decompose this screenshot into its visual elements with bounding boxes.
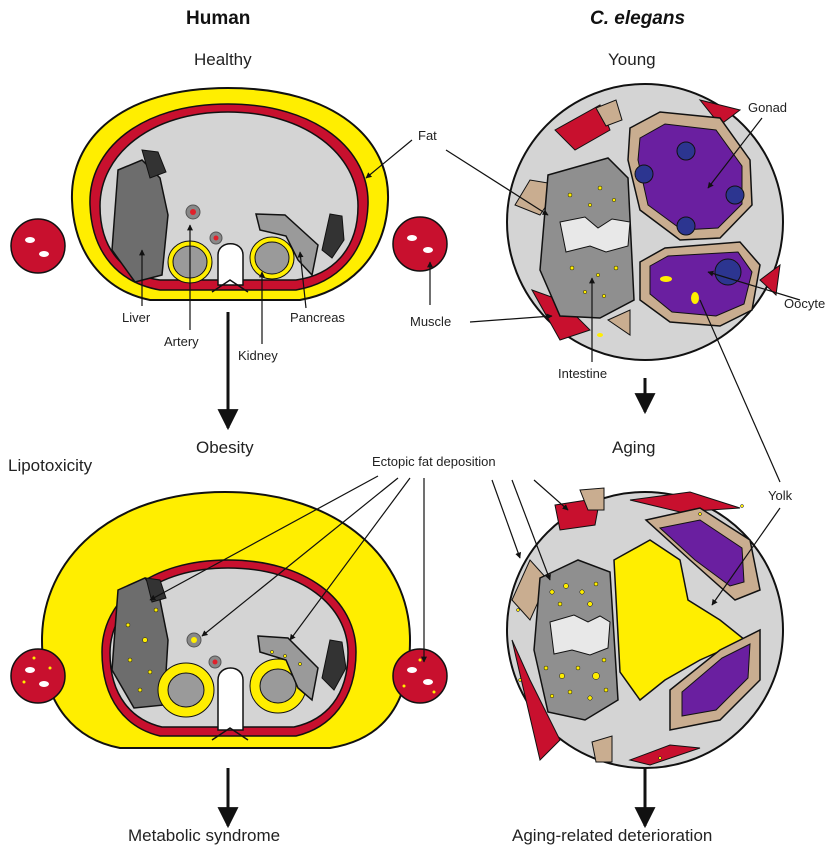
label-oocyte: Oocyte — [784, 296, 825, 311]
human-header: Human — [186, 8, 250, 30]
label-fat: Fat — [418, 128, 437, 143]
celegans-oocyte-compartment — [650, 252, 752, 316]
human-obese-muscle-fiber-right — [393, 649, 447, 703]
human-obese-muscle-fiber-left — [11, 649, 65, 703]
human-muscle-fiber-right — [393, 217, 447, 271]
label-ectopic-fat-deposition: Ectopic fat deposition — [372, 454, 496, 469]
state-aging-deterioration: Aging-related deterioration — [512, 826, 712, 846]
label-gonad: Gonad — [748, 100, 787, 115]
human-obese-cross-section — [42, 492, 410, 748]
label-intestine: Intestine — [558, 366, 607, 381]
celegans-aged-cross-section — [507, 488, 783, 768]
label-muscle: Muscle — [410, 314, 451, 329]
human-muscle-fiber-left — [11, 219, 65, 273]
label-artery: Artery — [164, 334, 199, 349]
state-aging: Aging — [612, 438, 655, 458]
state-obesity: Obesity — [196, 438, 254, 458]
celegans-header: C. elegans — [590, 8, 685, 30]
label-pancreas: Pancreas — [290, 310, 345, 325]
label-liver: Liver — [122, 310, 150, 325]
state-healthy: Healthy — [194, 50, 252, 70]
state-young: Young — [608, 50, 656, 70]
label-kidney: Kidney — [238, 348, 278, 363]
lipotoxicity-label: Lipotoxicity — [8, 456, 92, 476]
state-metabolic-syndrome: Metabolic syndrome — [128, 826, 280, 846]
label-yolk: Yolk — [768, 488, 792, 503]
human-healthy-cross-section — [72, 88, 388, 300]
celegans-young-cross-section — [507, 84, 783, 360]
